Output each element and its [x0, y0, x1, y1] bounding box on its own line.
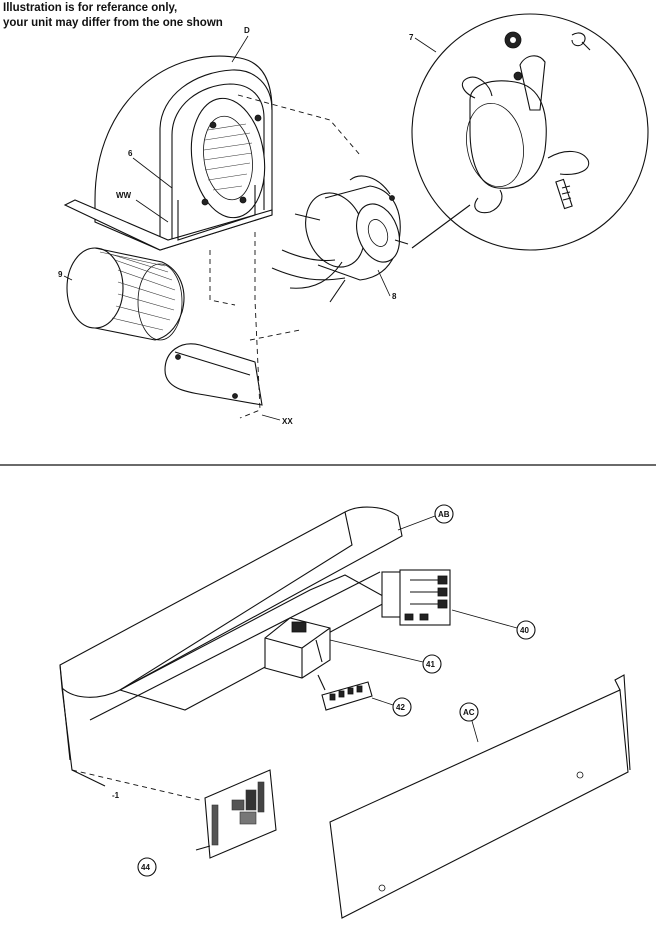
transformer — [264, 617, 331, 679]
reference-note-line-1: Illustration is for referance only, — [3, 2, 177, 14]
callout-41-badge: 41 — [329, 639, 442, 674]
callout-42-badge: 42 — [371, 697, 412, 717]
callout-40-badge: 40 — [451, 609, 536, 640]
callout-40: 40 — [520, 626, 529, 635]
callout-44: 44 — [141, 863, 150, 872]
callout-ww: WW — [116, 191, 132, 200]
reference-note-line-2: your unit may differ from the one shown — [3, 17, 223, 29]
callout-ab-badge: AB — [397, 504, 454, 531]
contactor — [381, 569, 451, 626]
blower-motor — [271, 175, 409, 303]
detail-7-circle — [411, 13, 649, 251]
control-box-cover — [59, 506, 403, 801]
callout-9: 9 — [58, 270, 63, 279]
dashed-assembly-lines — [209, 94, 361, 419]
blower-housing — [94, 55, 273, 251]
callout-d: D — [244, 26, 250, 35]
callout-7: 7 — [409, 33, 414, 42]
callout-xx: XX — [282, 417, 293, 426]
callout-42: 42 — [396, 703, 405, 712]
callout-8: 8 — [392, 292, 397, 301]
access-panel — [329, 674, 631, 919]
callout-41: 41 — [426, 660, 435, 669]
clip-icon — [571, 32, 591, 51]
callout-44-badge: 44 — [137, 857, 157, 877]
callout-ab: AB — [438, 510, 450, 519]
screw-icon — [555, 178, 573, 210]
terminal-strip — [317, 674, 373, 711]
control-board: -1 — [112, 769, 277, 859]
callout-ac-badge: AC — [459, 702, 479, 743]
callout-6: 6 — [128, 149, 133, 158]
connector-mark: -1 — [112, 791, 120, 800]
mounting-strap — [164, 343, 263, 406]
blower-wheel — [66, 247, 185, 341]
callout-ac: AC — [463, 708, 475, 717]
nut-icon — [504, 31, 522, 49]
mounting-plate — [63, 185, 273, 251]
